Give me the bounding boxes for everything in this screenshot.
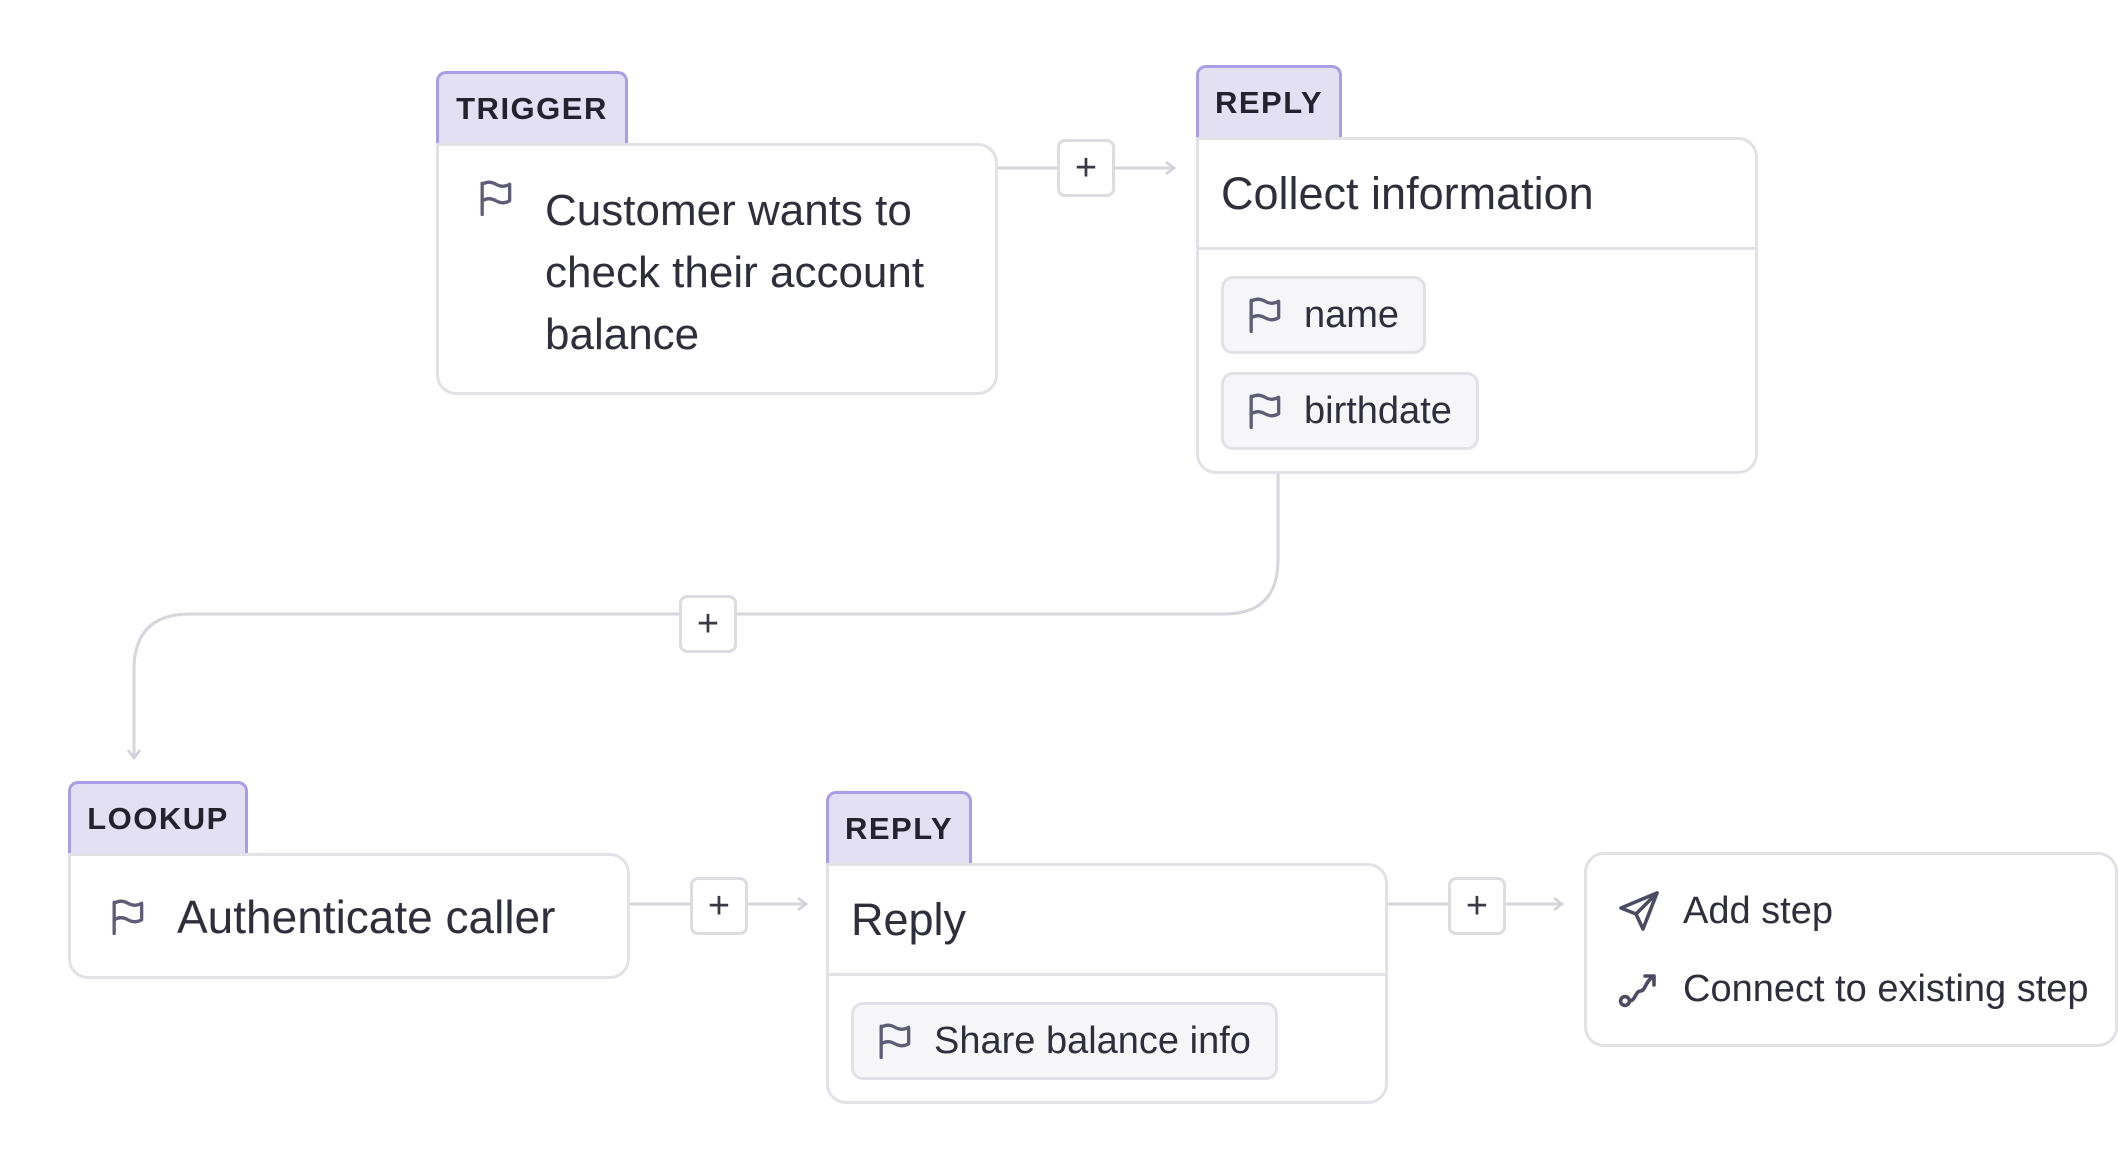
trigger-text: Customer wants to check their account ba… bbox=[545, 186, 925, 359]
collect-title: Collect information bbox=[1221, 167, 1594, 219]
lookup-node[interactable]: Authenticate caller bbox=[68, 853, 630, 979]
lookup-tag-label: LOOKUP bbox=[87, 800, 229, 836]
field-chip-share-balance[interactable]: Share balance info bbox=[851, 1002, 1278, 1080]
trigger-node[interactable]: Customer wants to check their account ba… bbox=[436, 143, 998, 395]
plus-icon: + bbox=[696, 603, 720, 645]
route-icon bbox=[1615, 965, 1663, 1013]
reply-tag: REPLY bbox=[826, 791, 972, 863]
reply-header: Reply bbox=[829, 866, 1385, 976]
reply-tag-label: REPLY bbox=[844, 810, 953, 846]
collect-node[interactable]: Collect information name birthdate bbox=[1196, 137, 1758, 474]
flag-icon bbox=[1242, 293, 1286, 337]
plus-icon: + bbox=[1074, 147, 1098, 189]
collect-tag: REPLY bbox=[1196, 65, 1342, 137]
field-chip-name[interactable]: name bbox=[1221, 276, 1427, 354]
add-step-option[interactable]: Add step bbox=[1615, 887, 1833, 935]
send-icon bbox=[1615, 887, 1663, 935]
field-chip-label: Share balance info bbox=[934, 1019, 1251, 1062]
collect-tag-label: REPLY bbox=[1214, 84, 1323, 120]
lookup-text: Authenticate caller bbox=[177, 891, 556, 943]
add-step-button[interactable]: + bbox=[1448, 877, 1506, 935]
collect-header: Collect information bbox=[1199, 140, 1755, 250]
add-step-menu: Add step Connect to existing step bbox=[1584, 852, 2118, 1047]
reply-node[interactable]: Reply Share balance info bbox=[826, 863, 1388, 1104]
add-step-button[interactable]: + bbox=[679, 595, 737, 653]
field-chip-birthdate[interactable]: birthdate bbox=[1221, 372, 1479, 450]
flag-icon bbox=[105, 895, 149, 939]
connect-existing-option[interactable]: Connect to existing step bbox=[1615, 965, 2089, 1013]
flag-icon bbox=[473, 176, 517, 220]
add-step-label: Add step bbox=[1683, 889, 1833, 932]
flag-icon bbox=[872, 1019, 916, 1063]
plus-icon: + bbox=[707, 885, 731, 927]
add-step-button[interactable]: + bbox=[1057, 139, 1115, 197]
lookup-tag: LOOKUP bbox=[68, 781, 248, 853]
plus-icon: + bbox=[1465, 885, 1489, 927]
field-chip-label: name bbox=[1304, 293, 1400, 336]
reply-title: Reply bbox=[851, 893, 967, 945]
field-chip-label: birthdate bbox=[1304, 389, 1452, 432]
add-step-button[interactable]: + bbox=[690, 877, 748, 935]
trigger-tag: TRIGGER bbox=[436, 71, 628, 143]
flag-icon bbox=[1242, 389, 1286, 433]
connect-existing-label: Connect to existing step bbox=[1683, 967, 2089, 1010]
trigger-tag-label: TRIGGER bbox=[456, 90, 608, 126]
